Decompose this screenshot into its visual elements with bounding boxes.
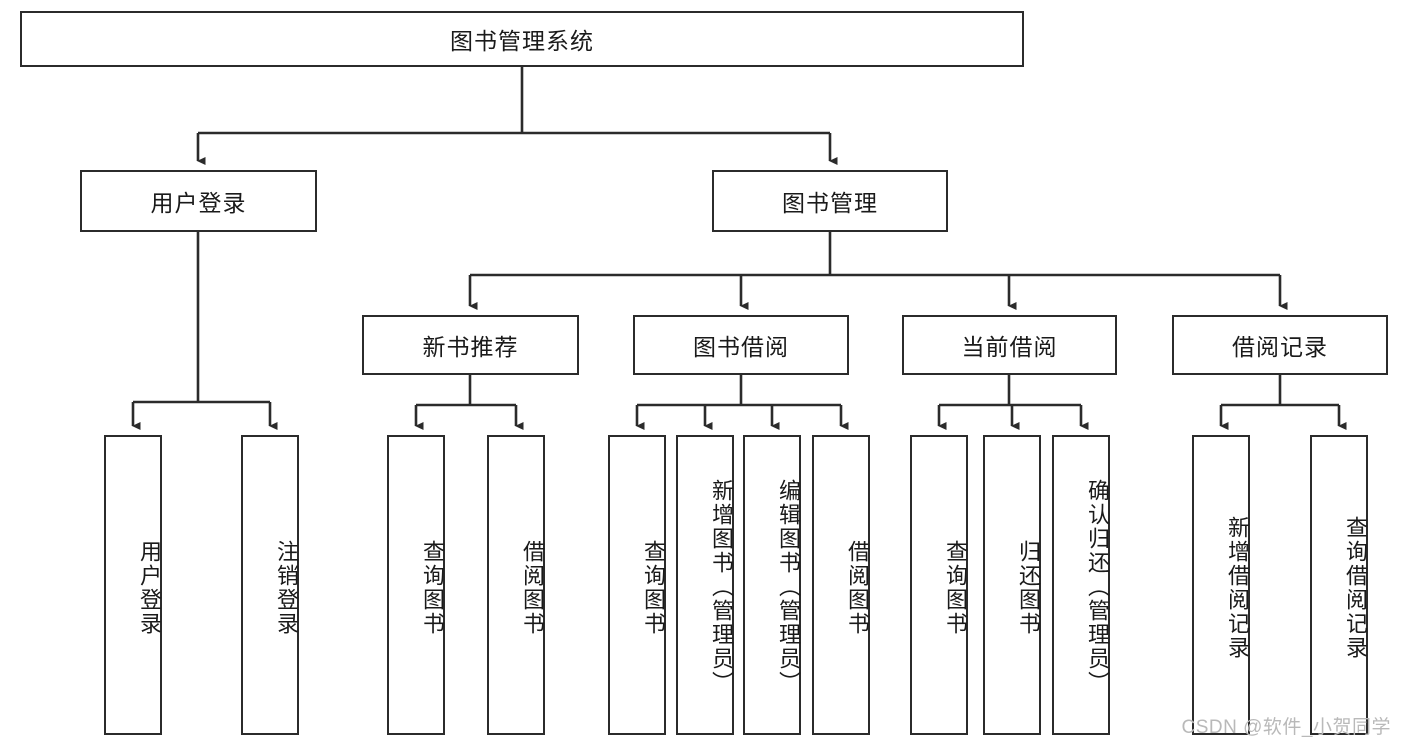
node-label: 新增借阅记录: [1225, 516, 1250, 660]
node-leaf-query-book-current[interactable]: 查询图书: [910, 435, 968, 735]
node-book-borrow[interactable]: 图书借阅: [633, 315, 849, 375]
node-leaf-add-borrow-record[interactable]: 新增借阅记录: [1192, 435, 1250, 735]
node-label: 编辑图书（管理员）: [776, 479, 801, 695]
node-leaf-borrow-book[interactable]: 借阅图书: [812, 435, 870, 735]
node-label: 用户登录: [137, 540, 162, 636]
node-user-login[interactable]: 用户登录: [80, 170, 317, 232]
node-label: 查询图书: [420, 540, 445, 636]
node-label: 借阅图书: [520, 540, 545, 636]
node-leaf-borrow-book-rec[interactable]: 借阅图书: [487, 435, 545, 735]
node-leaf-user-logout[interactable]: 注销登录: [241, 435, 299, 735]
node-label: 新书推荐: [422, 334, 519, 360]
node-leaf-return-book[interactable]: 归还图书: [983, 435, 1041, 735]
node-book-manage[interactable]: 图书管理: [712, 170, 948, 232]
node-label: 新增图书（管理员）: [709, 479, 734, 695]
node-label: 确认归还（管理员）: [1085, 479, 1110, 695]
node-borrow-record[interactable]: 借阅记录: [1172, 315, 1388, 375]
node-label: 借阅记录: [1232, 334, 1328, 360]
node-label: 查询图书: [943, 540, 968, 636]
node-label: 注销登录: [274, 540, 299, 636]
node-label: 图书管理系统: [450, 28, 594, 54]
node-leaf-user-login[interactable]: 用户登录: [104, 435, 162, 735]
node-leaf-query-borrow-record[interactable]: 查询借阅记录: [1310, 435, 1368, 735]
node-label: 当前借阅: [961, 334, 1058, 360]
node-new-book-rec[interactable]: 新书推荐: [362, 315, 579, 375]
node-label: 归还图书: [1016, 540, 1041, 636]
node-leaf-query-book-rec[interactable]: 查询图书: [387, 435, 445, 735]
node-label: 查询借阅记录: [1343, 516, 1368, 660]
node-current-borrow[interactable]: 当前借阅: [902, 315, 1117, 375]
node-label: 查询图书: [641, 540, 666, 636]
node-label: 用户登录: [150, 190, 247, 216]
node-label: 借阅图书: [845, 540, 870, 636]
node-root[interactable]: 图书管理系统: [20, 11, 1024, 67]
node-leaf-query-book-borrow[interactable]: 查询图书: [608, 435, 666, 735]
node-leaf-edit-book-admin[interactable]: 编辑图书（管理员）: [743, 435, 801, 735]
node-label: 图书借阅: [693, 334, 789, 360]
node-leaf-add-book-admin[interactable]: 新增图书（管理员）: [676, 435, 734, 735]
connector-lines: [131, 67, 1347, 431]
node-leaf-confirm-return-admin[interactable]: 确认归还（管理员）: [1052, 435, 1110, 735]
node-label: 图书管理: [782, 190, 878, 216]
